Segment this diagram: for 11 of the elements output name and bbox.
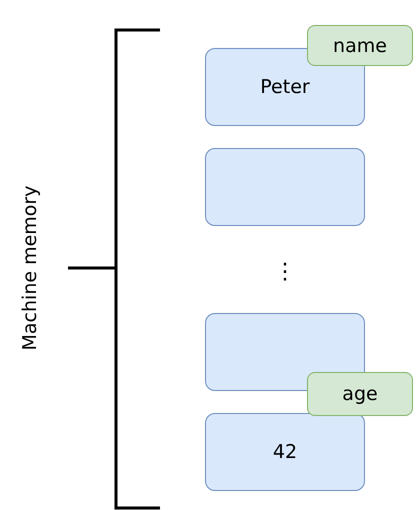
ellipsis: ⋮: [274, 260, 296, 284]
cell-value: Peter: [260, 76, 310, 98]
tag-box: [307, 25, 413, 66]
memory-cell: [205, 413, 365, 491]
tag-label: name: [333, 34, 387, 56]
memory-cell: [205, 313, 365, 391]
memory-cell: [205, 148, 365, 226]
tag-label: age: [342, 383, 378, 405]
axis-title: Machine memory: [19, 186, 41, 350]
tag-box: [307, 372, 413, 416]
cell-value: 42: [272, 441, 298, 463]
